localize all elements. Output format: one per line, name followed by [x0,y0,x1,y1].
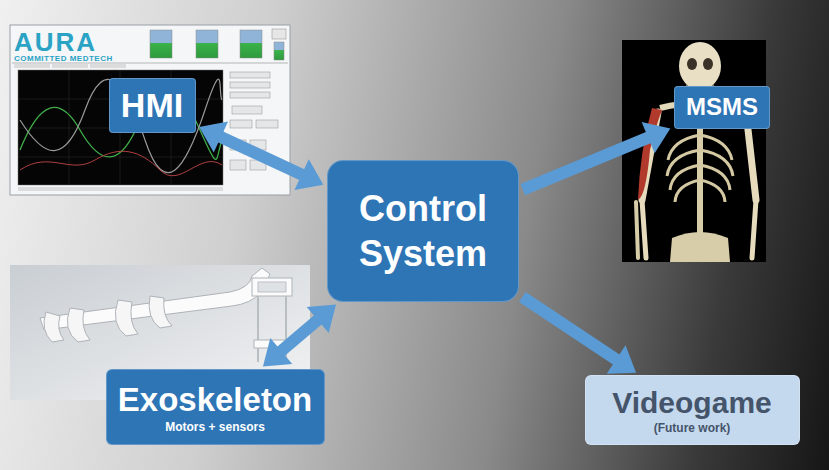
arrow-head [607,345,636,373]
arrow-shaft [522,297,617,360]
connector-arrow [522,297,636,374]
node-title: Exoskeleton [118,380,312,420]
videogame-box: Videogame(Future work) [585,375,800,445]
node-title: Control System [339,186,507,276]
arrow-head [263,338,292,366]
exoskeleton-box: ExoskeletonMotors + sensors [106,369,325,445]
logo-text: AURA [14,27,97,58]
node-subtitle: Motors + sensors [165,420,265,434]
arrow-head [307,305,336,333]
logo-subtitle: COMMITTED MEDTECH [14,54,113,63]
connector-arrow [263,305,336,367]
node-title: HMI [121,85,183,126]
arrow-shaft [219,136,303,175]
arrow-head [294,159,323,190]
connector-arrow [199,122,323,190]
node-title: MSMS [686,93,758,122]
arrow-shaft [280,319,319,352]
skeleton-image [622,40,766,262]
arrow-head [642,122,671,153]
hmi-box: HMI [109,78,196,133]
arrow-shaft [523,137,650,190]
connector-arrow [523,122,671,190]
node-subtitle: (Future work) [654,421,731,435]
msms-box: MSMS [674,86,770,129]
control-box: Control System [327,160,519,302]
arrow-head [199,122,228,153]
node-title: Videogame [612,385,772,421]
hmi-screenshot [10,25,290,195]
